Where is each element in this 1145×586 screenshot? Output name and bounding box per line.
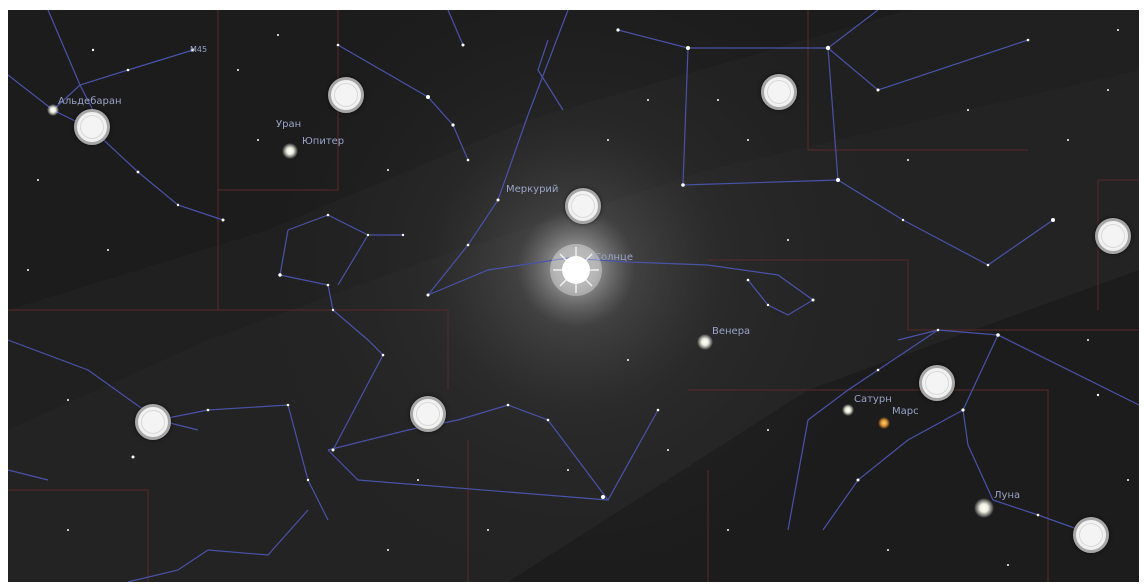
label-sun: Солнце	[594, 252, 633, 263]
marker-4[interactable]	[761, 74, 797, 110]
marker-5[interactable]	[1095, 218, 1131, 254]
label-moon: Луна	[994, 490, 1020, 501]
sky-chart	[8, 10, 1139, 582]
label-uranus: Уран	[276, 119, 301, 130]
label-mars: Марс	[892, 406, 919, 417]
label-venus: Венера	[712, 326, 750, 337]
label-m45: M45	[190, 45, 207, 54]
label-saturn: Сатурн	[854, 394, 892, 405]
label-mercury: Меркурий	[506, 184, 558, 195]
marker-9[interactable]	[1073, 517, 1109, 553]
marker-3[interactable]	[565, 188, 601, 224]
label-aldebaran: Альдебаран	[58, 96, 122, 107]
sky-view: Альдебаран Уран Юпитер Меркурий Солнце В…	[8, 10, 1139, 582]
marker-2[interactable]	[328, 77, 364, 113]
marker-1[interactable]	[74, 109, 110, 145]
marker-7[interactable]	[135, 404, 171, 440]
label-jupiter: Юпитер	[302, 136, 344, 147]
marker-8[interactable]	[410, 396, 446, 432]
marker-6[interactable]	[919, 365, 955, 401]
